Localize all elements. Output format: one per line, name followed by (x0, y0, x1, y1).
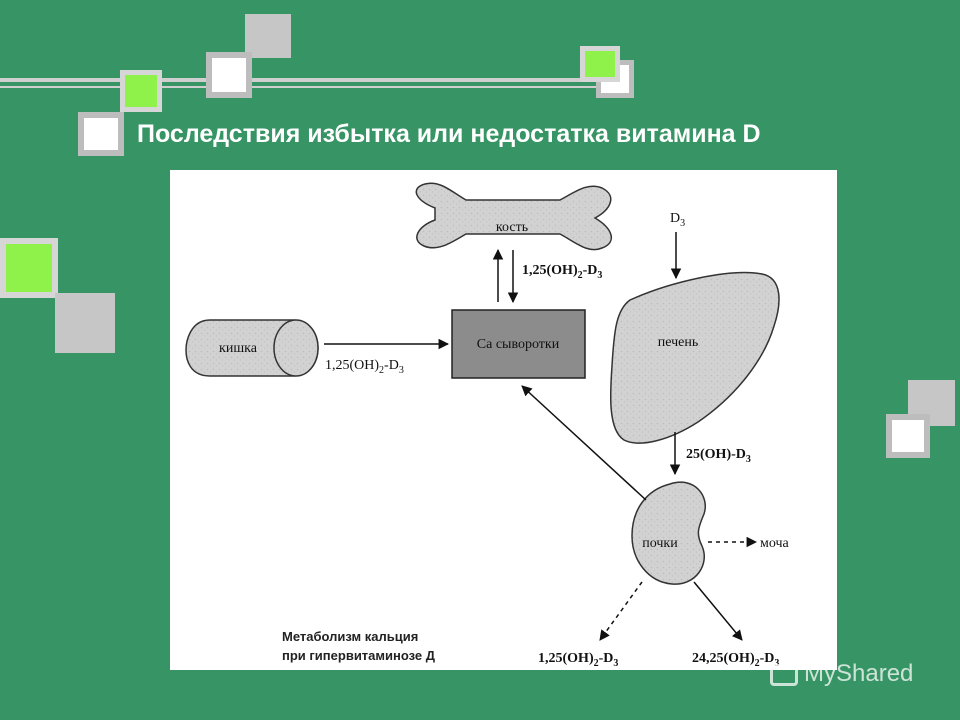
bone-arrow-label: 1,25(OH)2-D3 (522, 263, 602, 281)
out-left-label: 1,25(OH)2-D3 (538, 651, 618, 669)
kidneys-shape (631, 481, 706, 585)
decor-square (245, 14, 291, 58)
vitamin-d-metabolism-diagram: кость 1,25(OH)2-D3 Ca сыворотки кишка 1,… (185, 182, 790, 669)
myshared-logo-icon (770, 663, 798, 686)
intestine-label: кишка (219, 341, 258, 356)
watermark: MyShared (770, 660, 913, 688)
serum-ca-label: Ca сыворотки (477, 337, 560, 352)
serum-ca-box (451, 309, 586, 379)
d3-label: D3 (670, 211, 685, 229)
urine-label: моча (760, 536, 790, 551)
decor-line-top (0, 78, 620, 82)
diagram-panel: кость 1,25(OH)2-D3 Ca сыворотки кишка 1,… (170, 170, 837, 670)
caption-line-1: Метаболизм кальция (282, 629, 418, 644)
bone-shape (415, 182, 613, 251)
liver-arrow-label: 25(OH)-D3 (686, 447, 751, 465)
arrow-kidneys-to-out-left (599, 581, 643, 641)
decor-line-top-2 (0, 86, 600, 88)
liver-shape (609, 271, 780, 444)
kidneys-label: почки (642, 536, 678, 551)
liver-label: печень (658, 335, 699, 350)
decor-square (0, 238, 58, 298)
decor-square (886, 414, 930, 458)
caption-line-2: при гипервитаминозе Д (282, 648, 436, 663)
slide-title: Последствия избытка или недостатка витам… (137, 120, 761, 148)
intestine-arrow-label: 1,25(OH)2-D3 (325, 358, 404, 376)
decor-square (78, 112, 124, 156)
arrow-kidneys-to-ca (521, 385, 647, 501)
bone-label: кость (496, 220, 528, 235)
out-right-label: 24,25(OH)2-D3 (692, 651, 779, 669)
watermark-text: MyShared (804, 660, 914, 687)
decor-square (55, 293, 115, 353)
decor-square (206, 52, 252, 98)
arrow-kidneys-to-out-right (693, 581, 743, 641)
decor-square (580, 46, 620, 82)
intestine-end (273, 319, 319, 377)
decor-square (120, 70, 162, 112)
